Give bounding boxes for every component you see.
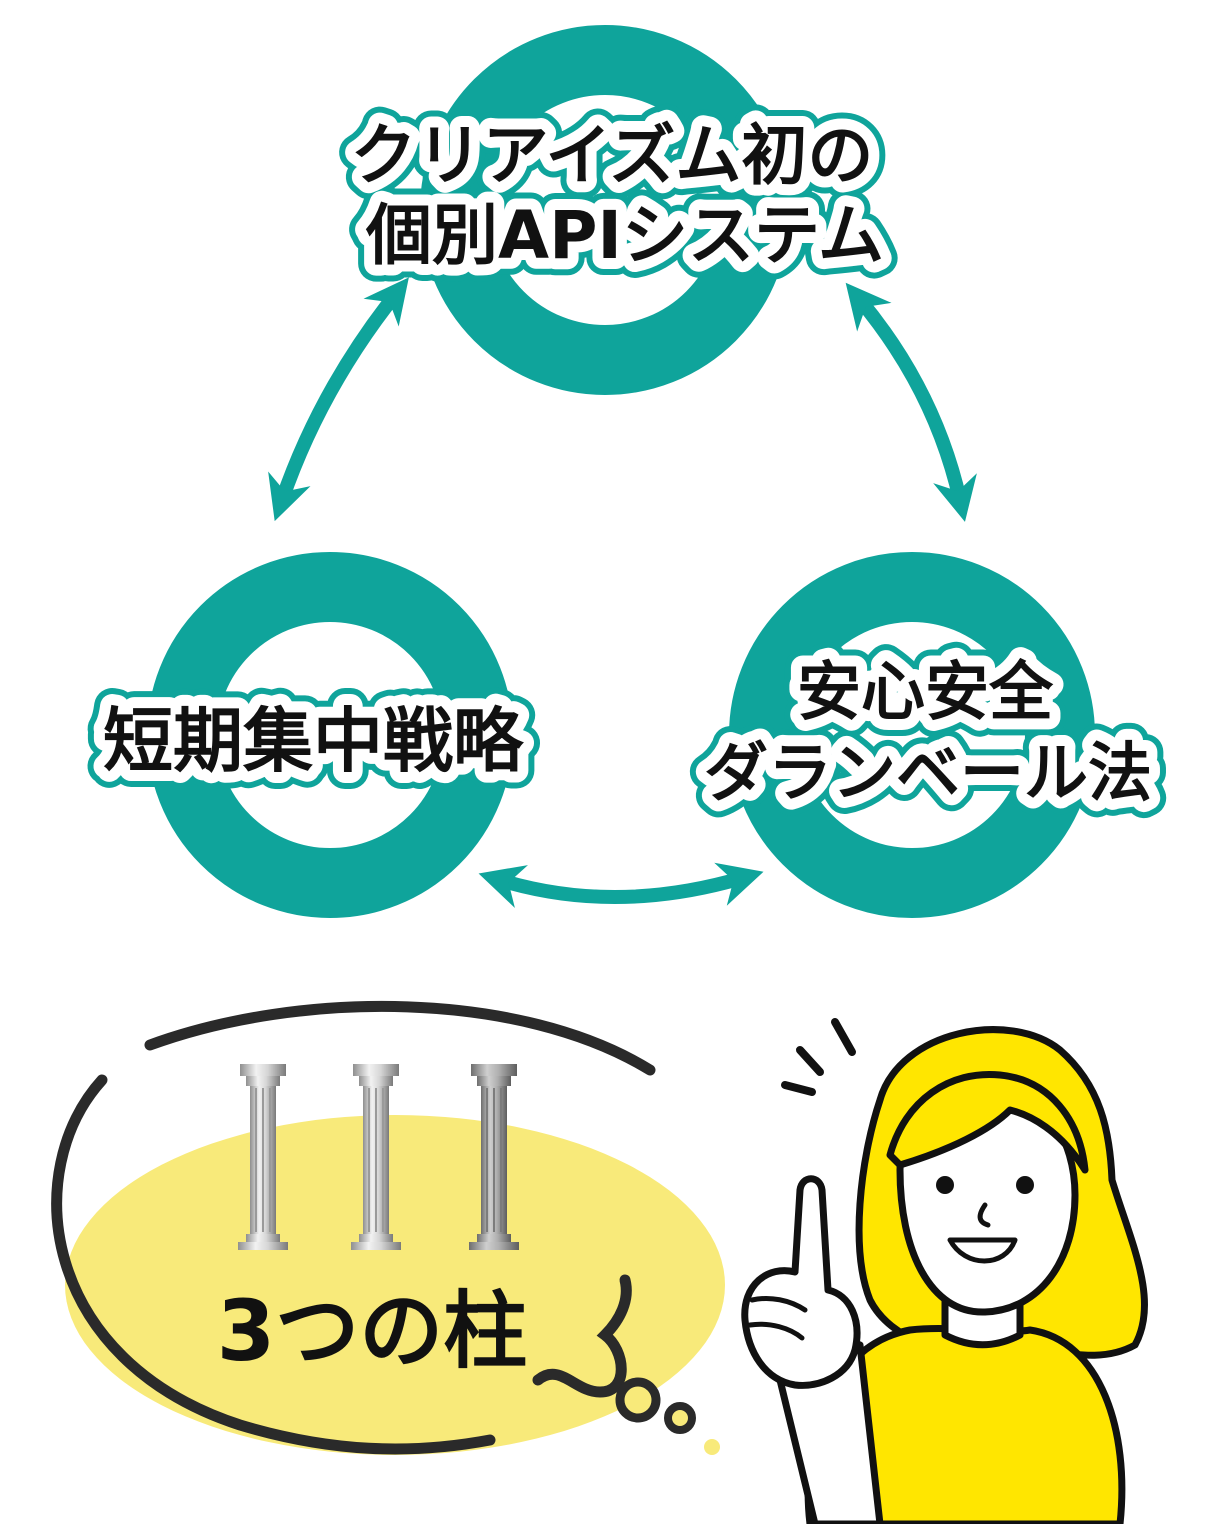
svg-text:ダランベール法: ダランベール法 (704, 737, 1152, 811)
arrow-left-right (478, 862, 764, 908)
pillar-2 (351, 1064, 401, 1250)
pillar-3 (469, 1064, 519, 1250)
top-node-line2: 個別APIシステム (365, 197, 884, 274)
top-node-line1: クリアイズム初の (351, 117, 874, 194)
nose (977, 1202, 991, 1228)
mouth (947, 1237, 1018, 1264)
thought-dot-1 (615, 1377, 661, 1423)
thought-bubble-caption: 3つの柱 (217, 1282, 527, 1380)
left-node-label: 短期集中戦略 短期集中戦略 (86, 683, 541, 799)
right-ring (729, 552, 1095, 918)
svg-text:安心安全: 安心安全 (797, 656, 1054, 730)
arrow-top-right (845, 282, 977, 522)
thought-dot-2 (664, 1402, 696, 1434)
hand-fingers (747, 1295, 808, 1341)
pillar-1 (238, 1064, 288, 1250)
thought-dot-3 (704, 1439, 720, 1455)
left-node-line1: 短期集中戦略 (103, 700, 524, 782)
svg-text:短期集中戦略: 短期集中戦略 (103, 700, 524, 782)
thought-bubble-outline-top (144, 1000, 656, 1076)
excitement-mark-3 (781, 1081, 816, 1096)
thought-bubble-tail (532, 1274, 632, 1398)
right-eye (1016, 1176, 1034, 1194)
top-ring (420, 25, 790, 395)
left-ring (147, 552, 513, 918)
arrow-top-left (268, 277, 409, 522)
excitement-mark-1 (796, 1046, 824, 1076)
svg-text:クリアイズム初の: クリアイズム初の (351, 117, 874, 194)
pointing-hand (741, 1175, 861, 1389)
right-node-line2: ダランベール法 (704, 737, 1152, 811)
thought-bubble: 3つの柱 (51, 1000, 725, 1455)
left-eye (936, 1176, 954, 1194)
bangs (886, 1070, 1089, 1174)
three-greek-pillars-icon (238, 1064, 519, 1250)
right-node-label: 安心安全 ダランベール法 安心安全 ダランベール法 (687, 639, 1169, 828)
excitement-mark-2 (831, 1018, 856, 1056)
top-node-label: クリアイズム初の 個別APIシステム クリアイズム初の 個別APIシステム (334, 100, 901, 291)
woman-pointing-up-icon (741, 1018, 1149, 1524)
right-node-line1: 安心安全 (797, 656, 1054, 730)
svg-text:個別APIシステム: 個別APIシステム (365, 197, 884, 274)
thought-bubble-outline-bottom (51, 1074, 496, 1455)
